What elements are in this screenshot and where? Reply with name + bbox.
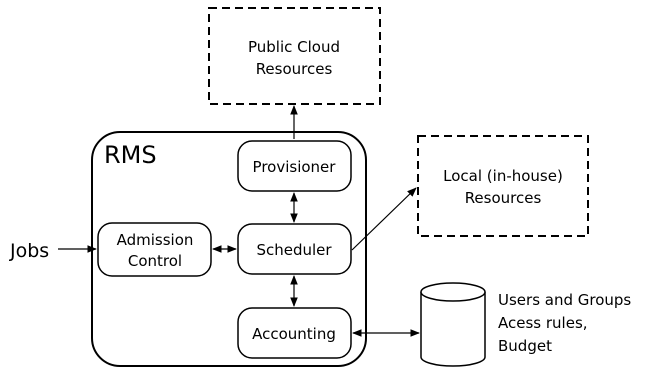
accounting-node: Accounting — [237, 307, 352, 359]
accounting-label: Accounting — [252, 325, 336, 343]
admission-label-line1: Admission — [117, 231, 194, 249]
public-cloud-label-line2: Resources — [256, 60, 333, 78]
jobs-label: Jobs — [9, 240, 49, 262]
database-label-line3: Budget — [498, 337, 552, 355]
database-cylinder — [420, 282, 486, 367]
local-resources-label-line1: Local (in-house) — [443, 167, 563, 185]
admission-label-line2: Control — [128, 252, 182, 270]
database-label-line1: Users and Groups — [498, 291, 631, 309]
public-cloud-resources-box: Public Cloud Resources — [208, 7, 381, 105]
admission-control-node: Admission Control — [97, 222, 212, 277]
scheduler-to-local-arrow — [351, 187, 417, 251]
scheduler-node: Scheduler — [237, 223, 352, 275]
public-cloud-label-line1: Public Cloud — [248, 38, 340, 56]
rms-title: RMS — [104, 141, 157, 169]
local-resources-box: Local (in-house) Resources — [417, 135, 589, 237]
scheduler-label: Scheduler — [256, 241, 332, 259]
local-resources-label-line2: Resources — [465, 189, 542, 207]
database-label-line2: Acess rules, — [498, 314, 588, 332]
provisioner-node: Provisioner — [237, 140, 352, 192]
provisioner-label: Provisioner — [253, 158, 337, 176]
